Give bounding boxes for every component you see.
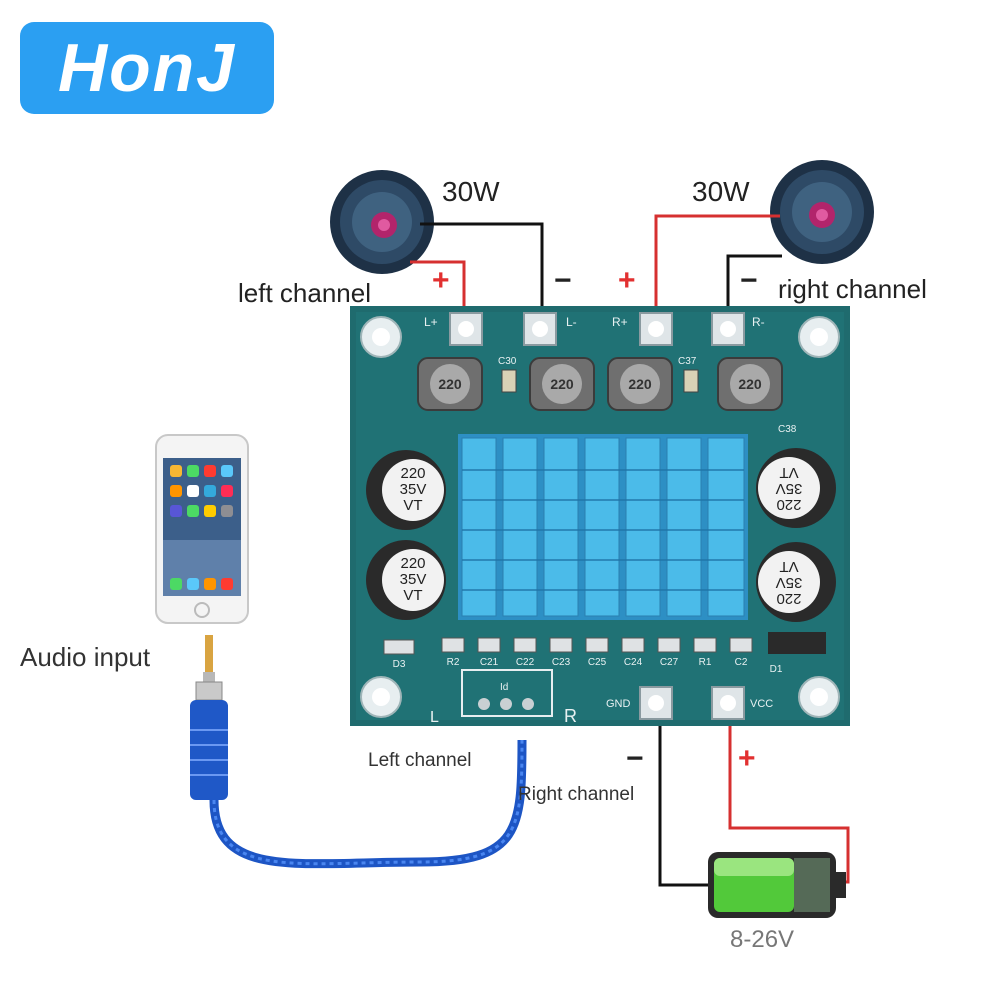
input-header-label: Id	[500, 682, 508, 693]
left-channel-label: left channel	[238, 278, 371, 309]
terminal-label: L+	[424, 315, 438, 329]
cap-type: VT	[779, 558, 798, 575]
inductor-label: 220	[438, 376, 462, 392]
input-left-label: L	[430, 709, 439, 726]
smd-label: D3	[393, 659, 406, 670]
left-input-channel-label: Left channel	[368, 750, 472, 772]
cap-type: VT	[779, 464, 798, 481]
terminal-label: GND	[606, 698, 631, 710]
smd-label: C24	[624, 657, 643, 668]
smd-label: R1	[699, 657, 712, 668]
voltage-range-label: 8-26V	[730, 926, 794, 954]
left-minus-sign: −	[554, 264, 572, 298]
cap-voltage: 35V	[776, 574, 803, 591]
terminal-label: R+	[612, 315, 628, 329]
left-plus-sign: +	[432, 264, 450, 298]
cap-voltage: 35V	[400, 571, 427, 588]
left-speaker-power: 30W	[442, 176, 500, 208]
capacitor-label: C30	[498, 356, 517, 367]
capacitor-label: C37	[678, 356, 697, 367]
inductor-label: 220	[550, 376, 574, 392]
smd-label: C22	[516, 657, 535, 668]
power-minus-sign: −	[626, 742, 644, 776]
inductor-label: 220	[628, 376, 652, 392]
cap-value: 220	[776, 590, 801, 607]
right-plus-sign: +	[618, 264, 636, 298]
cap-value: 220	[400, 555, 425, 572]
cap-type: VT	[403, 497, 422, 514]
cap-value: 220	[400, 465, 425, 482]
smd-label: R2	[447, 657, 460, 668]
inductor-label: 220	[738, 376, 762, 392]
smd-label: C25	[588, 657, 607, 668]
cap-voltage: 35V	[400, 481, 427, 498]
right-channel-label: right channel	[778, 274, 927, 305]
smd-label: C27	[660, 657, 679, 668]
input-right-label: R	[564, 706, 577, 726]
terminal-label: L-	[566, 315, 577, 329]
right-input-channel-label: Right channel	[518, 784, 634, 806]
capacitor-label: C38	[778, 424, 797, 435]
right-minus-sign: −	[740, 264, 758, 298]
terminal-label: VCC	[750, 698, 773, 710]
terminal-label: R-	[752, 315, 765, 329]
smd-label: C2	[735, 657, 748, 668]
smd-label: C21	[480, 657, 499, 668]
smd-label: C23	[552, 657, 571, 668]
cap-voltage: 35V	[776, 480, 803, 497]
audio-input-label: Audio input	[20, 642, 150, 673]
cap-value: 220	[776, 496, 801, 513]
power-plus-sign: +	[738, 742, 756, 776]
right-speaker-power: 30W	[692, 176, 750, 208]
smd-label: D1	[770, 664, 783, 675]
cap-type: VT	[403, 587, 422, 604]
